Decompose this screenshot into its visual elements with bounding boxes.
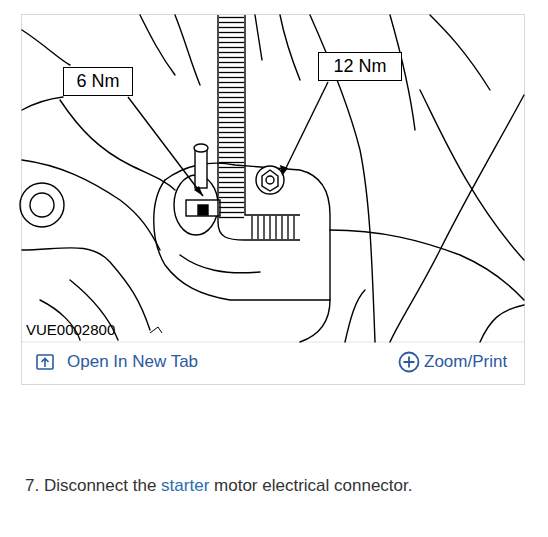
- leader-line: [128, 97, 203, 196]
- frame-divider: [22, 342, 524, 343]
- step-text: motor electrical connector.: [214, 476, 412, 495]
- step-text: 7. Disconnect the: [25, 476, 156, 495]
- cable-bend-ribs: [252, 216, 294, 239]
- cable-outline-right: [245, 15, 300, 215]
- leader-line: [284, 82, 328, 172]
- torque-value: 12 Nm: [333, 56, 386, 77]
- figure-frame: [22, 15, 525, 385]
- open-tab-icon: [37, 355, 53, 369]
- torque-value: 6 Nm: [76, 71, 119, 92]
- corner-mark: [150, 327, 162, 333]
- leader-arrowhead: [280, 165, 288, 176]
- torque-callout-box: 6 Nm: [63, 67, 133, 96]
- open-tab-link: Open In New Tab: [67, 352, 198, 372]
- step-line: 7. Disconnect the starter motor electrical…: [25, 476, 412, 496]
- engine-linework: [20, 15, 524, 342]
- cable-bend-fill: [248, 216, 300, 239]
- cable-ribs: [219, 15, 244, 220]
- starter-link: starter: [161, 476, 209, 495]
- zoom-print-icon: [400, 353, 419, 372]
- leader-arrowhead: [194, 186, 203, 196]
- cable-outline-left: [218, 15, 300, 240]
- zoom-print-link: Zoom/Print: [424, 352, 507, 372]
- torque-callout-box: 12 Nm: [318, 52, 402, 81]
- figure-code: VUE0002800: [26, 321, 115, 338]
